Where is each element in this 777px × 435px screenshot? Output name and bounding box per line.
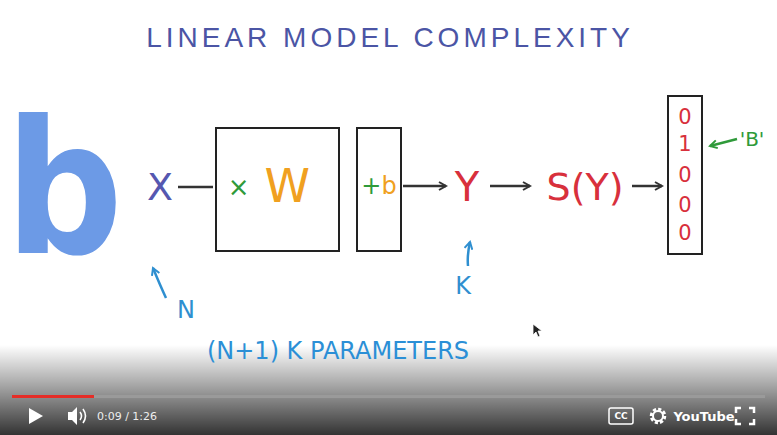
play-icon xyxy=(29,408,43,424)
vector-entry: 0 xyxy=(678,222,691,243)
weight-box: ×W xyxy=(215,127,340,252)
dimension-label: N xyxy=(177,298,195,322)
volume-icon xyxy=(68,407,86,425)
bias-box: +b xyxy=(356,127,401,252)
one-hot-vector: 0 1 0 0 0 xyxy=(667,95,703,255)
class-label: 'B' xyxy=(740,129,765,149)
cc-text: CC xyxy=(614,412,627,421)
input-line xyxy=(178,186,213,189)
pointer-arrow xyxy=(710,139,737,146)
flow-arrow xyxy=(632,185,662,188)
diagram-title: LINEAR MODEL COMPLEXITY xyxy=(146,24,634,52)
input-symbol: X xyxy=(147,168,173,206)
progress-track xyxy=(12,395,765,398)
mouse-cursor xyxy=(533,324,542,337)
letter-illustration: b xyxy=(5,98,123,283)
cc-icon xyxy=(609,408,633,424)
output-symbol: Y xyxy=(455,167,479,207)
progress-played xyxy=(12,395,94,398)
parameter-count: (N+1) K PARAMETERS xyxy=(207,339,469,363)
youtube-logo: YouTube xyxy=(673,410,734,423)
fullscreen-icon xyxy=(736,408,754,424)
vector-entry: 0 xyxy=(678,165,691,186)
vector-entry: 0 xyxy=(678,107,691,128)
softmax-symbol: S(Y) xyxy=(547,168,624,206)
vector-entry: 1 xyxy=(678,133,691,154)
operator: × xyxy=(228,174,250,200)
flow-arrow xyxy=(403,185,446,188)
pointer-arrow xyxy=(153,268,166,298)
settings-icon xyxy=(652,410,665,423)
time-display: 0:09 / 1:26 xyxy=(97,411,157,422)
pointer-arrow xyxy=(468,242,470,266)
vector-entry: 0 xyxy=(678,194,691,215)
bias-symbol: +b xyxy=(361,174,396,198)
weight-symbol: W xyxy=(264,163,309,209)
dimension-label: K xyxy=(455,274,471,298)
flow-arrow xyxy=(490,185,530,188)
